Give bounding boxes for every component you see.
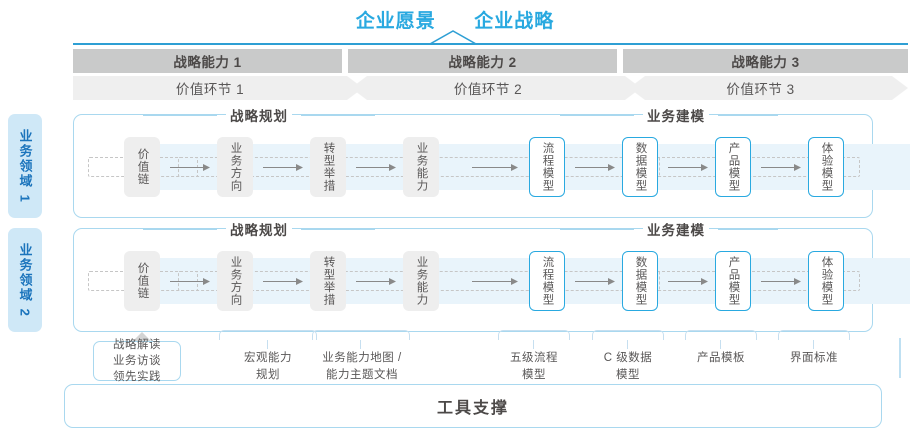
heading-rule-left [560, 114, 634, 116]
tool-label-data-model: C 级数据模型 [603, 352, 653, 381]
capability-bar-1[interactable]: 战略能力 1 [73, 49, 342, 73]
bracket-stem-process-model [533, 340, 535, 349]
section-heading-planning-2: 战略规划 [134, 219, 384, 239]
bracket-ui-standard [778, 330, 850, 340]
node-experience-model-1[interactable]: 体验模型 [808, 137, 844, 197]
flow-arrow-2b [263, 278, 303, 285]
value-chain-label-2: 价值环节 2 [453, 82, 523, 97]
tool-support-bar[interactable]: 工具支撑 [64, 384, 882, 428]
heading-rule-right [301, 228, 375, 230]
header-caret-icon [430, 30, 476, 44]
heading-rule-right [718, 114, 778, 116]
heading-rule-right [718, 228, 778, 230]
capability-label-1: 战略能力 1 [173, 55, 242, 70]
node-business-capability-2[interactable]: 业务能力 [403, 251, 439, 311]
value-chain-label-3: 价值环节 3 [726, 82, 795, 97]
value-chain-chevron-2[interactable]: 价值环节 2 [351, 76, 641, 100]
flow-arrow-1f [668, 164, 708, 171]
bracket-stem-product-template [720, 340, 722, 349]
section-heading-modeling-2: 业务建模 [544, 219, 794, 239]
node-data-model-2[interactable]: 数据模型 [622, 251, 658, 311]
section-heading-planning-1: 战略规划 [134, 105, 384, 125]
node-process-model-1[interactable]: 流程模型 [529, 137, 565, 197]
bracket-process-model [498, 330, 570, 340]
node-experience-model-2[interactable]: 体验模型 [808, 251, 844, 311]
bracket-stem-ui-standard [813, 340, 815, 349]
flow-arrow-1d [472, 164, 518, 171]
capability-label-3: 战略能力 3 [731, 55, 800, 70]
value-chain-chevron-1[interactable]: 价值环节 1 [73, 76, 363, 100]
node-business-direction-1[interactable]: 业务方向 [217, 137, 253, 197]
flow-arrow-1g [761, 164, 801, 171]
value-chain-chevron-3[interactable]: 价值环节 3 [629, 76, 908, 100]
flow-arrow-1c [356, 164, 396, 171]
section-title-planning-2: 战略规划 [226, 219, 292, 239]
section-heading-modeling-1: 业务建模 [544, 105, 794, 125]
value-chain-label-1: 价值环节 1 [175, 82, 245, 97]
node-product-model-1[interactable]: 产品模型 [715, 137, 751, 197]
flow-arrow-2g [761, 278, 801, 285]
flow-arrow-1e [575, 164, 615, 171]
node-transformation-measures-2[interactable]: 转型举措 [310, 251, 346, 311]
heading-rule-left [143, 228, 217, 230]
node-product-model-2[interactable]: 产品模型 [715, 251, 751, 311]
top-titles: 企业愿景 企业战略 [0, 6, 910, 33]
tool-label-ui-standard: 界面标准 [790, 352, 838, 364]
domain-row-2: 战略规划 业务建模 价值链 业务方向 转型举措 业务能力 流程模型 数据模型 [73, 219, 910, 332]
section-title-modeling-2: 业务建模 [643, 219, 709, 239]
tool-label-process-model: 五级流程模型 [510, 352, 558, 381]
section-title-planning-1: 战略规划 [226, 105, 292, 125]
tool-label-product-template: 产品模板 [697, 352, 745, 364]
flow-arrow-2e [575, 278, 615, 285]
domain-row-1: 战略规划 业务建模 价值链 业务方向 转型举措 业务能力 流程模型 数据模型 [73, 105, 910, 218]
heading-rule-left [143, 114, 217, 116]
capability-label-2: 战略能力 2 [448, 55, 517, 70]
flow-arrow-2d [472, 278, 518, 285]
tool-label-macro-capability: 宏观能力规划 [244, 352, 292, 381]
node-process-model-2[interactable]: 流程模型 [529, 251, 565, 311]
node-data-model-1[interactable]: 数据模型 [622, 137, 658, 197]
tool-label-capability-map: 业务能力地图 /能力主题文档 [322, 352, 402, 381]
heading-rule-left [560, 228, 634, 230]
header-divider-line [73, 43, 908, 45]
node-transformation-measures-1[interactable]: 转型举措 [310, 137, 346, 197]
bracket-stem-macro-capability [267, 340, 269, 349]
section-title-modeling-1: 业务建模 [643, 105, 709, 125]
capability-bar-2[interactable]: 战略能力 2 [348, 49, 617, 73]
right-edge-accent [899, 338, 901, 378]
enterprise-vision-title: 企业愿景 [355, 11, 436, 32]
bracket-stem-data-model [627, 340, 629, 349]
flow-arrow-1a [170, 164, 210, 171]
bracket-capability-map [312, 330, 410, 340]
node-business-capability-1[interactable]: 业务能力 [403, 137, 439, 197]
enterprise-strategy-title: 企业战略 [474, 11, 555, 32]
bracket-product-template [685, 330, 757, 340]
capability-bar-row: 战略能力 1 战略能力 2 战略能力 3 [73, 49, 908, 73]
flow-arrow-2c [356, 278, 396, 285]
bracket-macro-capability [219, 330, 317, 340]
bracket-stem-capability-map [360, 340, 362, 349]
domain-label-1[interactable]: 业务领域 1 [8, 114, 42, 218]
bracket-data-model [592, 330, 664, 340]
flow-arrow-2f [668, 278, 708, 285]
domain-label-2[interactable]: 业务领域 2 [8, 228, 42, 332]
flow-arrow-1b [263, 164, 303, 171]
flow-arrow-2a [170, 278, 210, 285]
bracket-connectors [0, 330, 910, 356]
node-value-chain-1[interactable]: 价值链 [124, 137, 160, 197]
node-business-direction-2[interactable]: 业务方向 [217, 251, 253, 311]
tool-highlight-box[interactable]: 战略解读业务访谈领先实践 [93, 339, 181, 383]
value-chain-row: 价值环节 1 价值环节 2 价值环节 3 [73, 76, 908, 100]
node-value-chain-2[interactable]: 价值链 [124, 251, 160, 311]
capability-bar-3[interactable]: 战略能力 3 [623, 49, 908, 73]
heading-rule-right [301, 114, 375, 116]
